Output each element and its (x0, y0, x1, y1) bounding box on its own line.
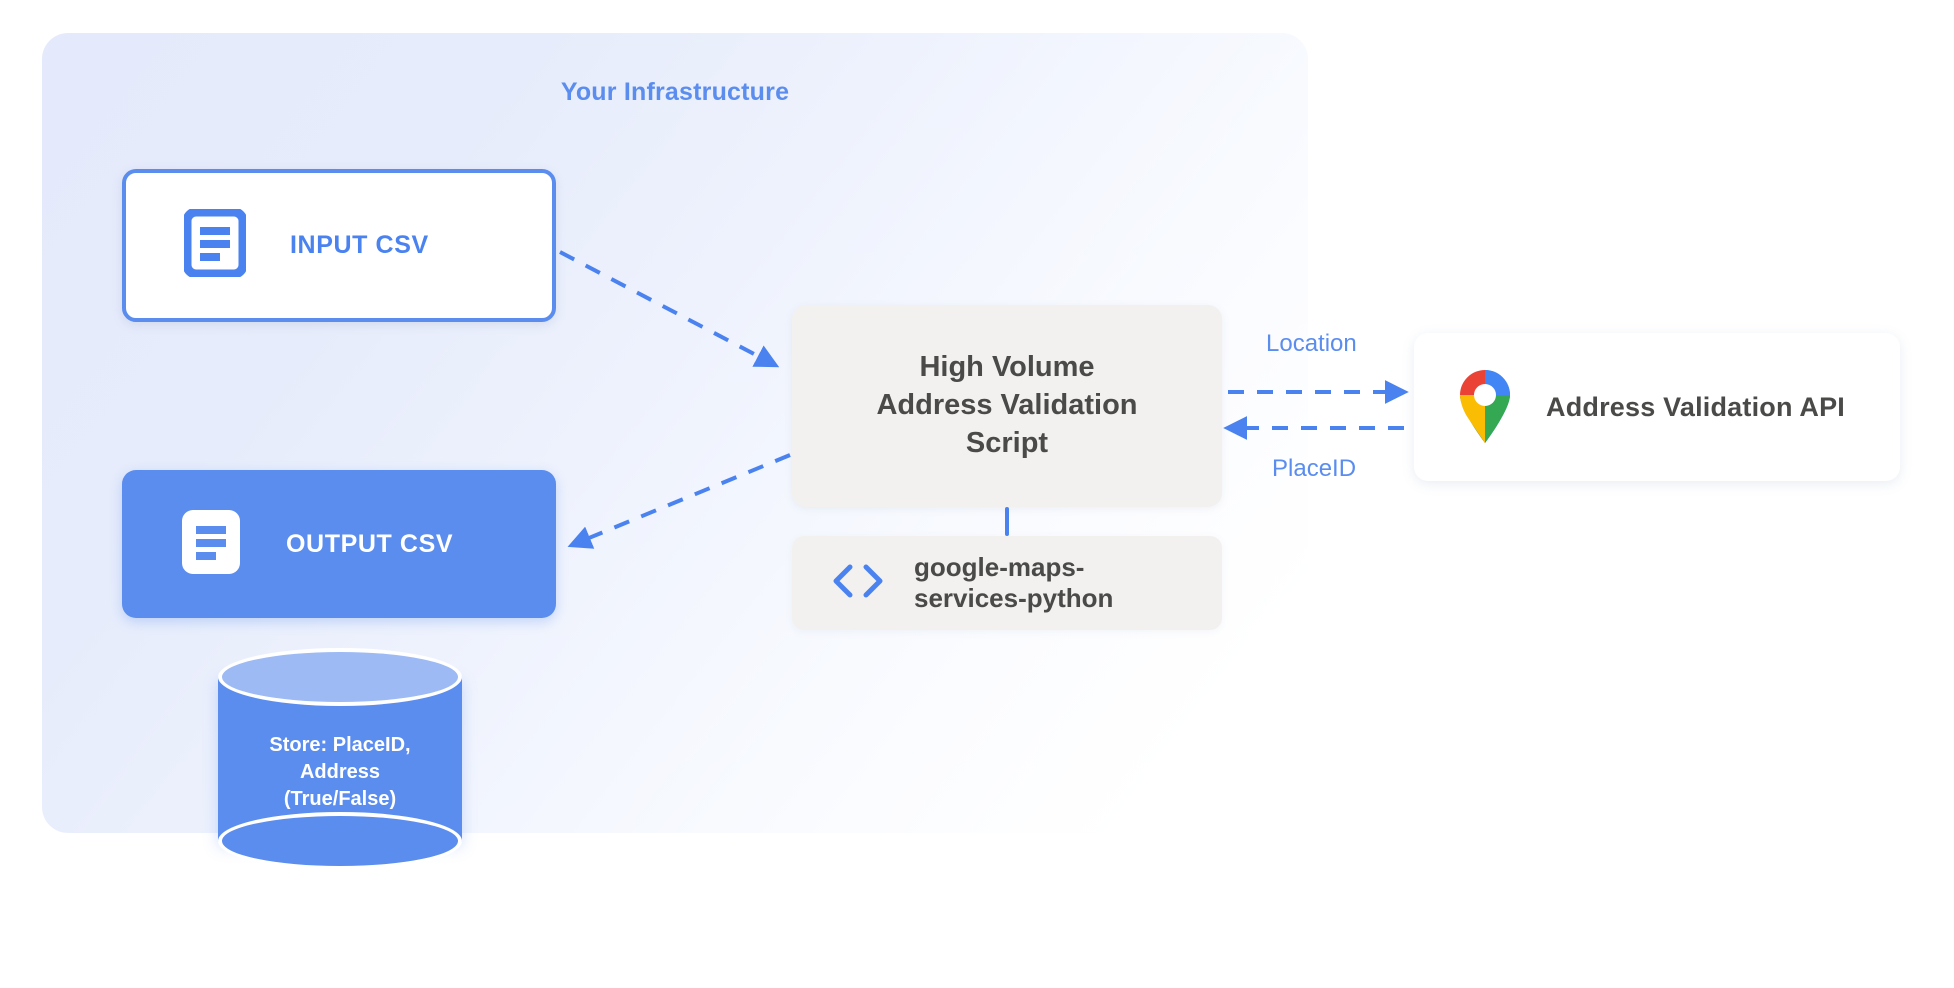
database-line-2: Address (299, 761, 381, 783)
library-line-1: google-maps- (914, 552, 1085, 583)
node-label-database: Store: PlaceID, Address (True/False) (218, 732, 462, 813)
node-input-csv[interactable]: INPUT CSV (122, 169, 556, 322)
code-brackets-icon (832, 563, 884, 604)
google-maps-pin-icon (1454, 366, 1516, 449)
node-library[interactable]: google-maps- services-python (792, 536, 1222, 630)
database-line-3: (True/False) (283, 788, 397, 810)
edge-label-location: Location (1266, 330, 1357, 357)
script-line-1: High Volume (919, 351, 1095, 384)
infrastructure-title: Your Infrastructure (560, 78, 790, 106)
library-line-2: services-python (914, 583, 1114, 613)
node-label-script: High Volume Address Validation Script (854, 349, 1159, 462)
node-database[interactable]: Store: PlaceID, Address (True/False) (218, 648, 462, 870)
node-label-input-csv: INPUT CSV (290, 231, 429, 259)
edge-script-to-library (1005, 507, 1009, 536)
node-label-output-csv: OUTPUT CSV (286, 529, 454, 558)
edge-label-placeid: PlaceID (1272, 455, 1357, 482)
node-output-csv[interactable]: OUTPUT CSV (122, 470, 556, 618)
script-line-3: Script (965, 426, 1049, 459)
node-label-api: Address Validation API (1546, 391, 1845, 422)
node-script[interactable]: High Volume Address Validation Script (792, 305, 1222, 507)
database-bottom-ellipse (218, 812, 462, 870)
document-icon (180, 508, 242, 581)
document-icon (182, 207, 248, 282)
node-label-library: google-maps- services-python (914, 552, 1113, 613)
database-line-1: Store: PlaceID, (269, 734, 411, 756)
script-line-2: Address Validation (876, 389, 1138, 422)
database-top-ellipse (218, 648, 462, 706)
node-address-validation-api[interactable]: Address Validation API (1414, 333, 1900, 481)
